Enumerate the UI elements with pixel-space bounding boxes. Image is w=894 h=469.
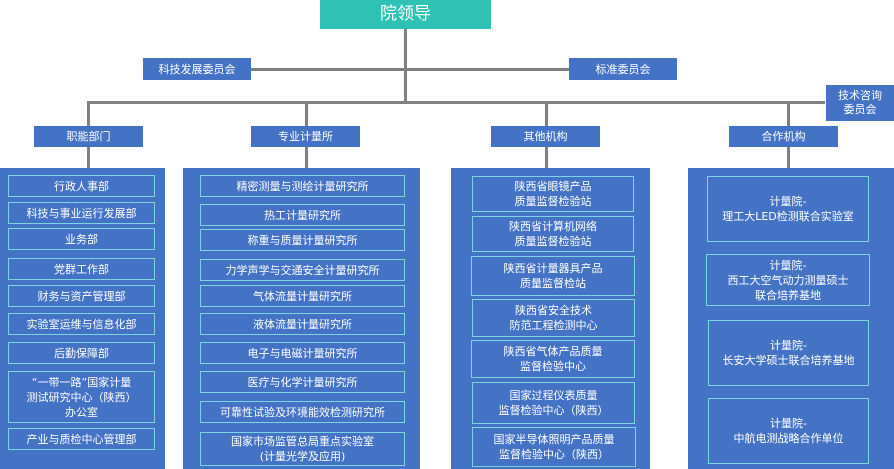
list-item[interactable]: 业务部 xyxy=(8,228,155,250)
list-item[interactable]: 实验室运维与信息化部 xyxy=(8,313,155,335)
list-item[interactable]: 科技与事业运行发展部 xyxy=(8,202,155,224)
list-item[interactable]: 可靠性试验及环境能效检测研究所 xyxy=(200,401,405,423)
list-item[interactable]: 财务与资产管理部 xyxy=(8,285,155,307)
tech-consult-committee-box[interactable]: 技术咨询 委员会 xyxy=(826,85,894,121)
connector-trunk xyxy=(404,28,407,102)
column-header-institutes[interactable]: 专业计量所 xyxy=(251,126,360,147)
list-item[interactable]: 党群工作部 xyxy=(8,258,155,280)
tech-dev-committee-box[interactable]: 科技发展委员会 xyxy=(143,58,251,80)
list-item[interactable]: 陕西省气体产品质量 监督检验中心 xyxy=(471,340,635,378)
list-item[interactable]: 陕西省计算机网络 质量监督检验站 xyxy=(472,216,634,252)
list-item[interactable]: 医疗与化学计量研究所 xyxy=(200,371,405,393)
leadership-box[interactable]: 院领导 xyxy=(320,0,491,29)
list-item[interactable]: 国家市场监管总局重点实验室 (计量光学及应用) xyxy=(200,432,405,466)
column-header-other[interactable]: 其他机构 xyxy=(491,126,600,147)
list-item[interactable]: 陕西省眼镜产品 质量监督检验站 xyxy=(472,176,634,212)
panel-institutes: 精密测量与测绘计量研究所 热工计量研究所 称重与质量计量研究所 力学声学与交通安… xyxy=(183,168,420,469)
list-item[interactable]: 液体流量计量研究所 xyxy=(200,313,405,335)
connector-committees xyxy=(250,68,570,71)
list-item[interactable]: 计量院- 西工大空气动力测量硕士 联合培养基地 xyxy=(706,254,870,306)
list-item[interactable]: 计量院- 中航电测战略合作单位 xyxy=(708,398,869,464)
list-item[interactable]: 行政人事部 xyxy=(8,175,155,197)
standards-committee-box[interactable]: 标准委员会 xyxy=(569,58,677,80)
list-item[interactable]: 计量院- 长安大学硕士联合培养基地 xyxy=(708,320,869,386)
list-item[interactable]: 气体流量计量研究所 xyxy=(200,285,405,307)
list-item[interactable]: 陕西省安全技术 防范工程检测中心 xyxy=(472,299,635,337)
list-item[interactable]: 电子与电磁计量研究所 xyxy=(200,342,405,364)
list-item[interactable]: 产业与质检中心管理部 xyxy=(8,428,155,450)
list-item[interactable]: “一带一路”国家计量 测试研究中心（陕西） 办公室 xyxy=(8,371,155,423)
list-item[interactable]: 国家半导体照明产品质量 监督检验中心（陕西） xyxy=(472,427,636,467)
list-item[interactable]: 国家过程仪表质量 监督检验中心（陕西） xyxy=(472,382,635,424)
connector-main-bus xyxy=(87,101,825,104)
column-header-partners[interactable]: 合作机构 xyxy=(729,126,838,147)
column-header-functional[interactable]: 职能部门 xyxy=(34,126,143,147)
list-item[interactable]: 力学声学与交通安全计量研究所 xyxy=(200,259,405,281)
panel-functional: 行政人事部 科技与事业运行发展部 业务部 党群工作部 财务与资产管理部 实验室运… xyxy=(0,168,165,469)
list-item[interactable]: 陕西省计量器具产品 质量监督检站 xyxy=(471,256,635,296)
list-item[interactable]: 称重与质量计量研究所 xyxy=(200,229,405,251)
list-item[interactable]: 后勤保障部 xyxy=(8,342,155,364)
list-item[interactable]: 计量院- 理工大LED检测联合实验室 xyxy=(707,176,869,242)
panel-partners: 计量院- 理工大LED检测联合实验室 计量院- 西工大空气动力测量硕士 联合培养… xyxy=(688,168,894,469)
list-item[interactable]: 热工计量研究所 xyxy=(200,204,405,226)
panel-other: 陕西省眼镜产品 质量监督检验站 陕西省计算机网络 质量监督检验站 陕西省计量器具… xyxy=(451,168,650,469)
list-item[interactable]: 精密测量与测绘计量研究所 xyxy=(200,175,405,197)
